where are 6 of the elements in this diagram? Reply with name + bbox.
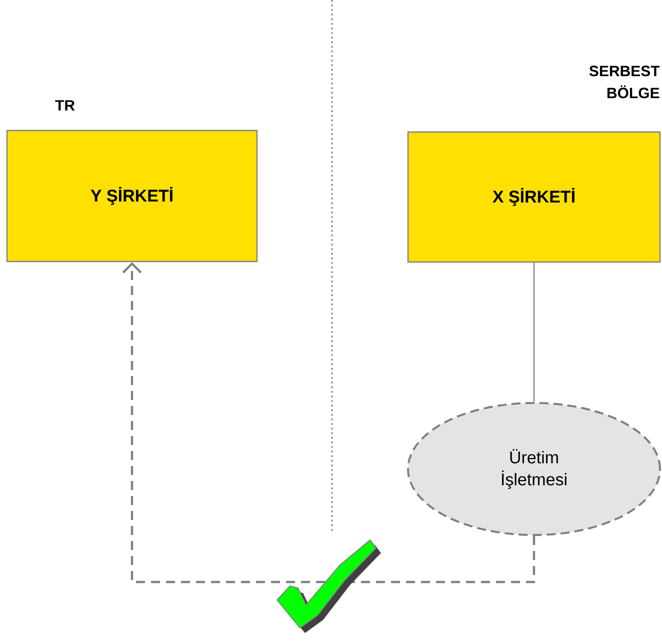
region-label: TR <box>55 100 75 110</box>
dashed-arrow <box>122 262 536 584</box>
region-label: SERBEST BÖLGE <box>589 66 660 98</box>
company-box: Y ŞİRKETİ <box>6 130 258 262</box>
company-box: X ŞİRKETİ <box>407 131 661 263</box>
connector-line <box>533 262 535 402</box>
